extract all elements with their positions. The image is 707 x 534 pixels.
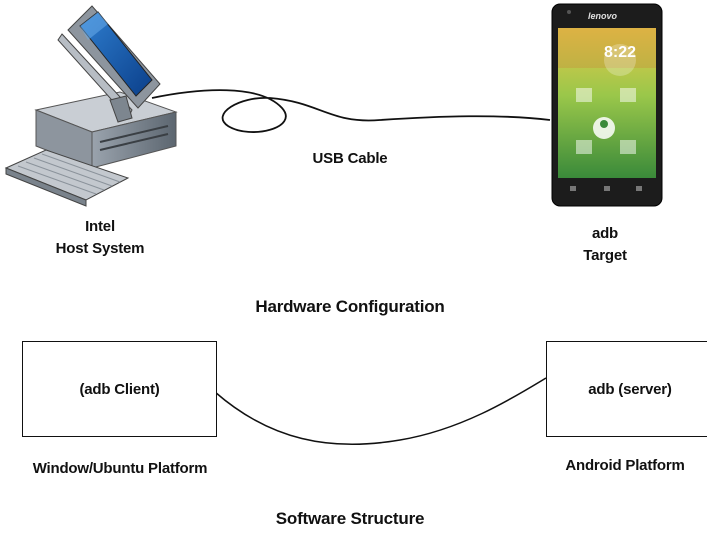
usb-cable-label: USB Cable [312,150,388,167]
target-label-line1: adb [591,225,619,242]
hardware-title: Hardware Configuration [255,297,445,316]
client-platform-label: Window/Ubuntu Platform [32,460,208,477]
phone-brand: lenovo [588,11,618,21]
client-box [22,341,217,437]
phone-clock: 8:22 [604,44,637,61]
connection-curve [214,377,547,446]
target-label: adb Target [560,223,650,267]
software-title: Software Structure [275,509,425,528]
desktop-computer-icon [4,5,178,207]
host-label-line1: Intel [85,218,115,235]
server-platform-label: Android Platform [565,457,685,474]
target-label-line2: Target [583,247,627,264]
server-box [546,341,707,437]
host-label-line2: Host System [55,240,145,257]
usb-cable [151,89,551,133]
client-box-label: (adb Client) [79,381,160,398]
server-box-label: adb (server) [588,381,672,398]
host-label: Intel Host System [40,216,160,260]
smartphone-icon [551,3,663,207]
